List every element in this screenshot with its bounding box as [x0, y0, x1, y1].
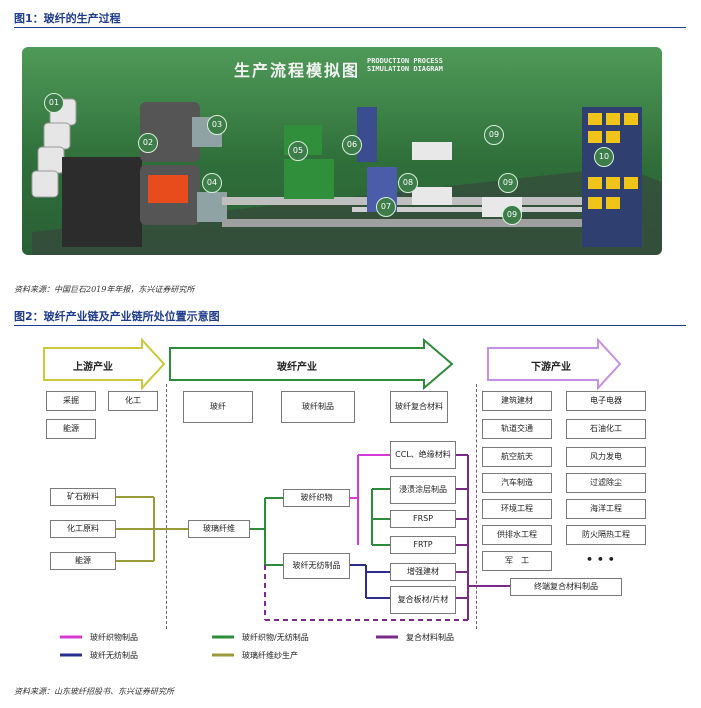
legend-yarn-production: 玻璃纤维纱生产 [242, 651, 298, 660]
stage-upstream-label: 上游产业 [73, 362, 113, 373]
downstream-electronics: 电子电器 [566, 391, 646, 411]
fiber-fabric-box: 玻纤织物 [283, 489, 350, 507]
downstream-fireproof: 防火隔热工程 [566, 525, 646, 545]
figure1-rule [14, 27, 686, 28]
divider-midstream-downstream [476, 384, 477, 629]
step-marker-08: 08 [398, 173, 418, 193]
step-marker-09b: 09 [498, 173, 518, 193]
downstream-military: 军 工 [482, 551, 552, 571]
glass-fiber-box: 玻璃纤维 [188, 520, 250, 538]
composite-frsp: FRSP [390, 510, 456, 528]
downstream-aerospace: 航空航天 [482, 447, 552, 467]
downstream-ellipsis: • • • [586, 553, 615, 566]
downstream-marine: 海洋工程 [566, 499, 646, 519]
legend-fabric-products: 玻纤织物制品 [90, 633, 138, 642]
step-marker-03: 03 [207, 115, 227, 135]
downstream-rail: 轨道交通 [482, 419, 552, 439]
legend-nonwoven-products: 玻纤无纺制品 [90, 651, 138, 660]
figure2-title: 图2：玻纤产业链及产业链所处位置示意图 [14, 310, 220, 323]
legend-composite-products: 复合材料制品 [406, 633, 454, 642]
production-simulation-image: 生产流程模拟图 PRODUCTION PROCESS SIMULATION DI… [22, 47, 662, 255]
step-marker-05: 05 [288, 141, 308, 161]
figure2-rule [14, 325, 686, 326]
simulation-banner-subtitle: PRODUCTION PROCESS SIMULATION DIAGRAM [367, 57, 443, 73]
step-marker-07: 07 [376, 197, 396, 217]
downstream-petrochemical: 石油化工 [566, 419, 646, 439]
downstream-water-supply: 供排水工程 [482, 525, 552, 545]
step-marker-09c: 09 [502, 205, 522, 225]
midstream-box-composites: 玻纤复合材料 [390, 391, 448, 423]
stage-midstream-label: 玻纤产业 [277, 362, 317, 373]
downstream-filtration: 过滤除尘 [566, 473, 646, 493]
fiber-nonwoven-box: 玻纤无纺制品 [283, 553, 350, 579]
composite-frtp: FRTP [390, 536, 456, 554]
figure1-title: 图1：玻纤的生产过程 [14, 12, 121, 25]
simulation-banner-en-line2: SIMULATION DIAGRAM [367, 65, 443, 73]
upstream-box-energy: 能源 [46, 419, 96, 439]
figure2-source: 资料来源：山东玻纤招股书、东兴证券研究所 [14, 687, 174, 696]
step-marker-01: 01 [44, 93, 64, 113]
legend-fabric-nonwoven: 玻纤织物/无纺制品 [242, 633, 309, 642]
downstream-automotive: 汽车制造 [482, 473, 552, 493]
divider-upstream-midstream [166, 384, 167, 629]
midstream-box-fiber-products: 玻纤制品 [281, 391, 355, 423]
composite-ccl-insulation: CCL、绝缘材料 [390, 441, 456, 469]
simulation-banner-en-line1: PRODUCTION PROCESS [367, 57, 443, 65]
composite-impregnated-coating: 浸渍涂层制品 [390, 476, 456, 504]
midstream-box-fiber: 玻纤 [183, 391, 253, 423]
step-marker-06: 06 [342, 135, 362, 155]
upstream-box-chemical: 化工 [108, 391, 158, 411]
raw-material-energy: 能源 [50, 552, 116, 570]
step-marker-09a: 09 [484, 125, 504, 145]
raw-material-ore-powder: 矿石粉料 [50, 488, 116, 506]
simulation-banner-title: 生产流程模拟图 [234, 61, 361, 80]
raw-material-chemical: 化工原料 [50, 520, 116, 538]
stage-downstream-label: 下游产业 [531, 362, 571, 373]
composite-reinforced-building: 增强建材 [390, 563, 456, 581]
step-marker-02: 02 [138, 133, 158, 153]
figure1-source: 资料来源：中国巨石2019年年报，东兴证券研究所 [14, 285, 195, 294]
composite-board-sheet: 复合板材/片材 [390, 586, 456, 614]
downstream-building: 建筑建材 [482, 391, 552, 411]
end-composite-products: 终端复合材料制品 [510, 578, 622, 596]
step-marker-10: 10 [594, 147, 614, 167]
step-marker-04: 04 [202, 173, 222, 193]
upstream-box-mining: 采掘 [46, 391, 96, 411]
downstream-environmental: 环境工程 [482, 499, 552, 519]
downstream-wind-power: 风力发电 [566, 447, 646, 467]
